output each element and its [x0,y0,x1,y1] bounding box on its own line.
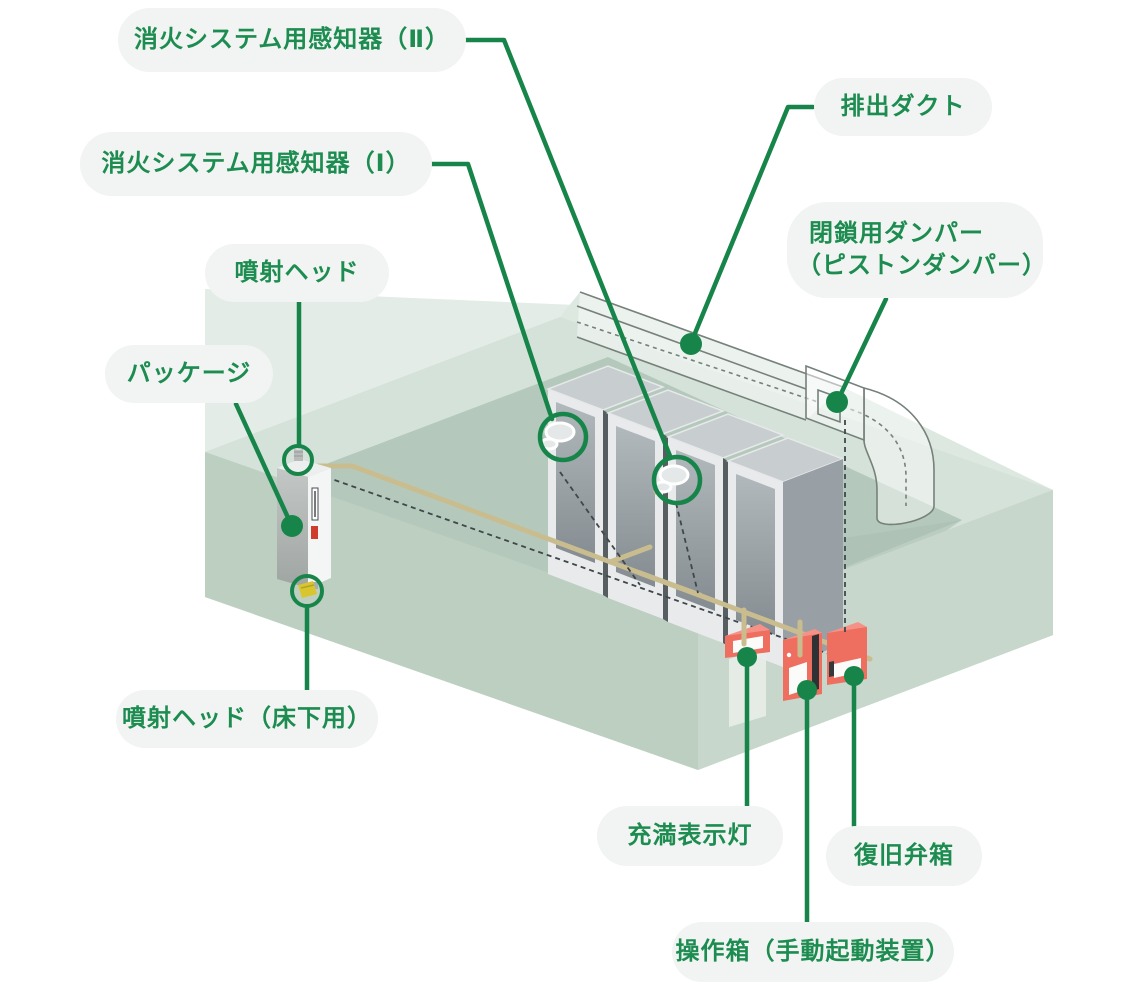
marker-dot-package [281,515,303,537]
marker-dot-recovery-valve [844,666,864,686]
label-recovery-valve: 復旧弁箱 [826,826,982,886]
label-operation-box: 操作箱（手動起動装置） [672,922,954,982]
fill-indicator-lamp-box [725,624,770,658]
marker-dot-operation-box [797,680,817,700]
label-spray-head-underfloor: 噴射ヘッド（床下用） [116,690,378,748]
label-damper-line1: 閉鎖用ダンパー [809,219,984,247]
marker-dot-fill-indicator [737,647,757,667]
label-package-text: パッケージ [126,359,252,387]
label-recovery-valve-text: 復旧弁箱 [854,841,954,869]
label-exhaust-duct-text: 排出ダクト [840,92,966,120]
label-spray-head: 噴射ヘッド [205,244,389,302]
leader-sensor2 [463,37,673,459]
server-rack [665,413,786,643]
label-fill-indicator: 充満表示灯 [597,806,783,866]
detector-1-ring [537,411,589,463]
leader-sensor1 [429,161,555,422]
duct-centerline [576,321,819,403]
marker-dot-duct [680,333,702,355]
rack-seam [723,458,728,646]
leader-package [233,401,293,525]
equipment-stubs [741,420,846,658]
leader-damper [835,296,889,403]
label-sensor1: 消火システム用感知器（Ⅰ） [80,132,432,196]
label-fill-indicator-text: 充満表示灯 [627,821,753,849]
label-sensor2: 消火システム用感知器（Ⅱ） [118,8,466,72]
label-spray-head-text: 噴射ヘッド [234,258,360,286]
label-exhaust-duct: 排出ダクト [814,78,992,136]
detector-2-ring [651,454,703,506]
detector-2 [651,454,703,506]
marker-dots [281,333,864,700]
label-sensor1-text: 消火システム用感知器（Ⅰ） [101,149,411,177]
rack-seam [603,410,608,598]
duct-elbow [863,386,935,526]
label-spray-head-underfloor-text: 噴射ヘッド（床下用） [122,704,372,732]
leader-exhaust-duct [688,104,816,346]
leader-lines [233,37,889,926]
rack-side-face [783,459,843,667]
label-damper: 閉鎖用ダンパー （ピストンダンパー） [787,202,1046,298]
label-package: パッケージ [105,345,273,403]
package-indicator [311,526,318,539]
label-damper-line2: （ピストンダンパー） [797,252,1047,279]
label-operation-box-text: 操作箱（手動起動装置） [675,937,951,965]
marker-dot-damper [826,391,848,413]
label-sensor2-text: 消火システム用感知器（Ⅱ） [133,25,451,53]
detector-1 [537,411,589,463]
control-wiring [325,471,867,668]
